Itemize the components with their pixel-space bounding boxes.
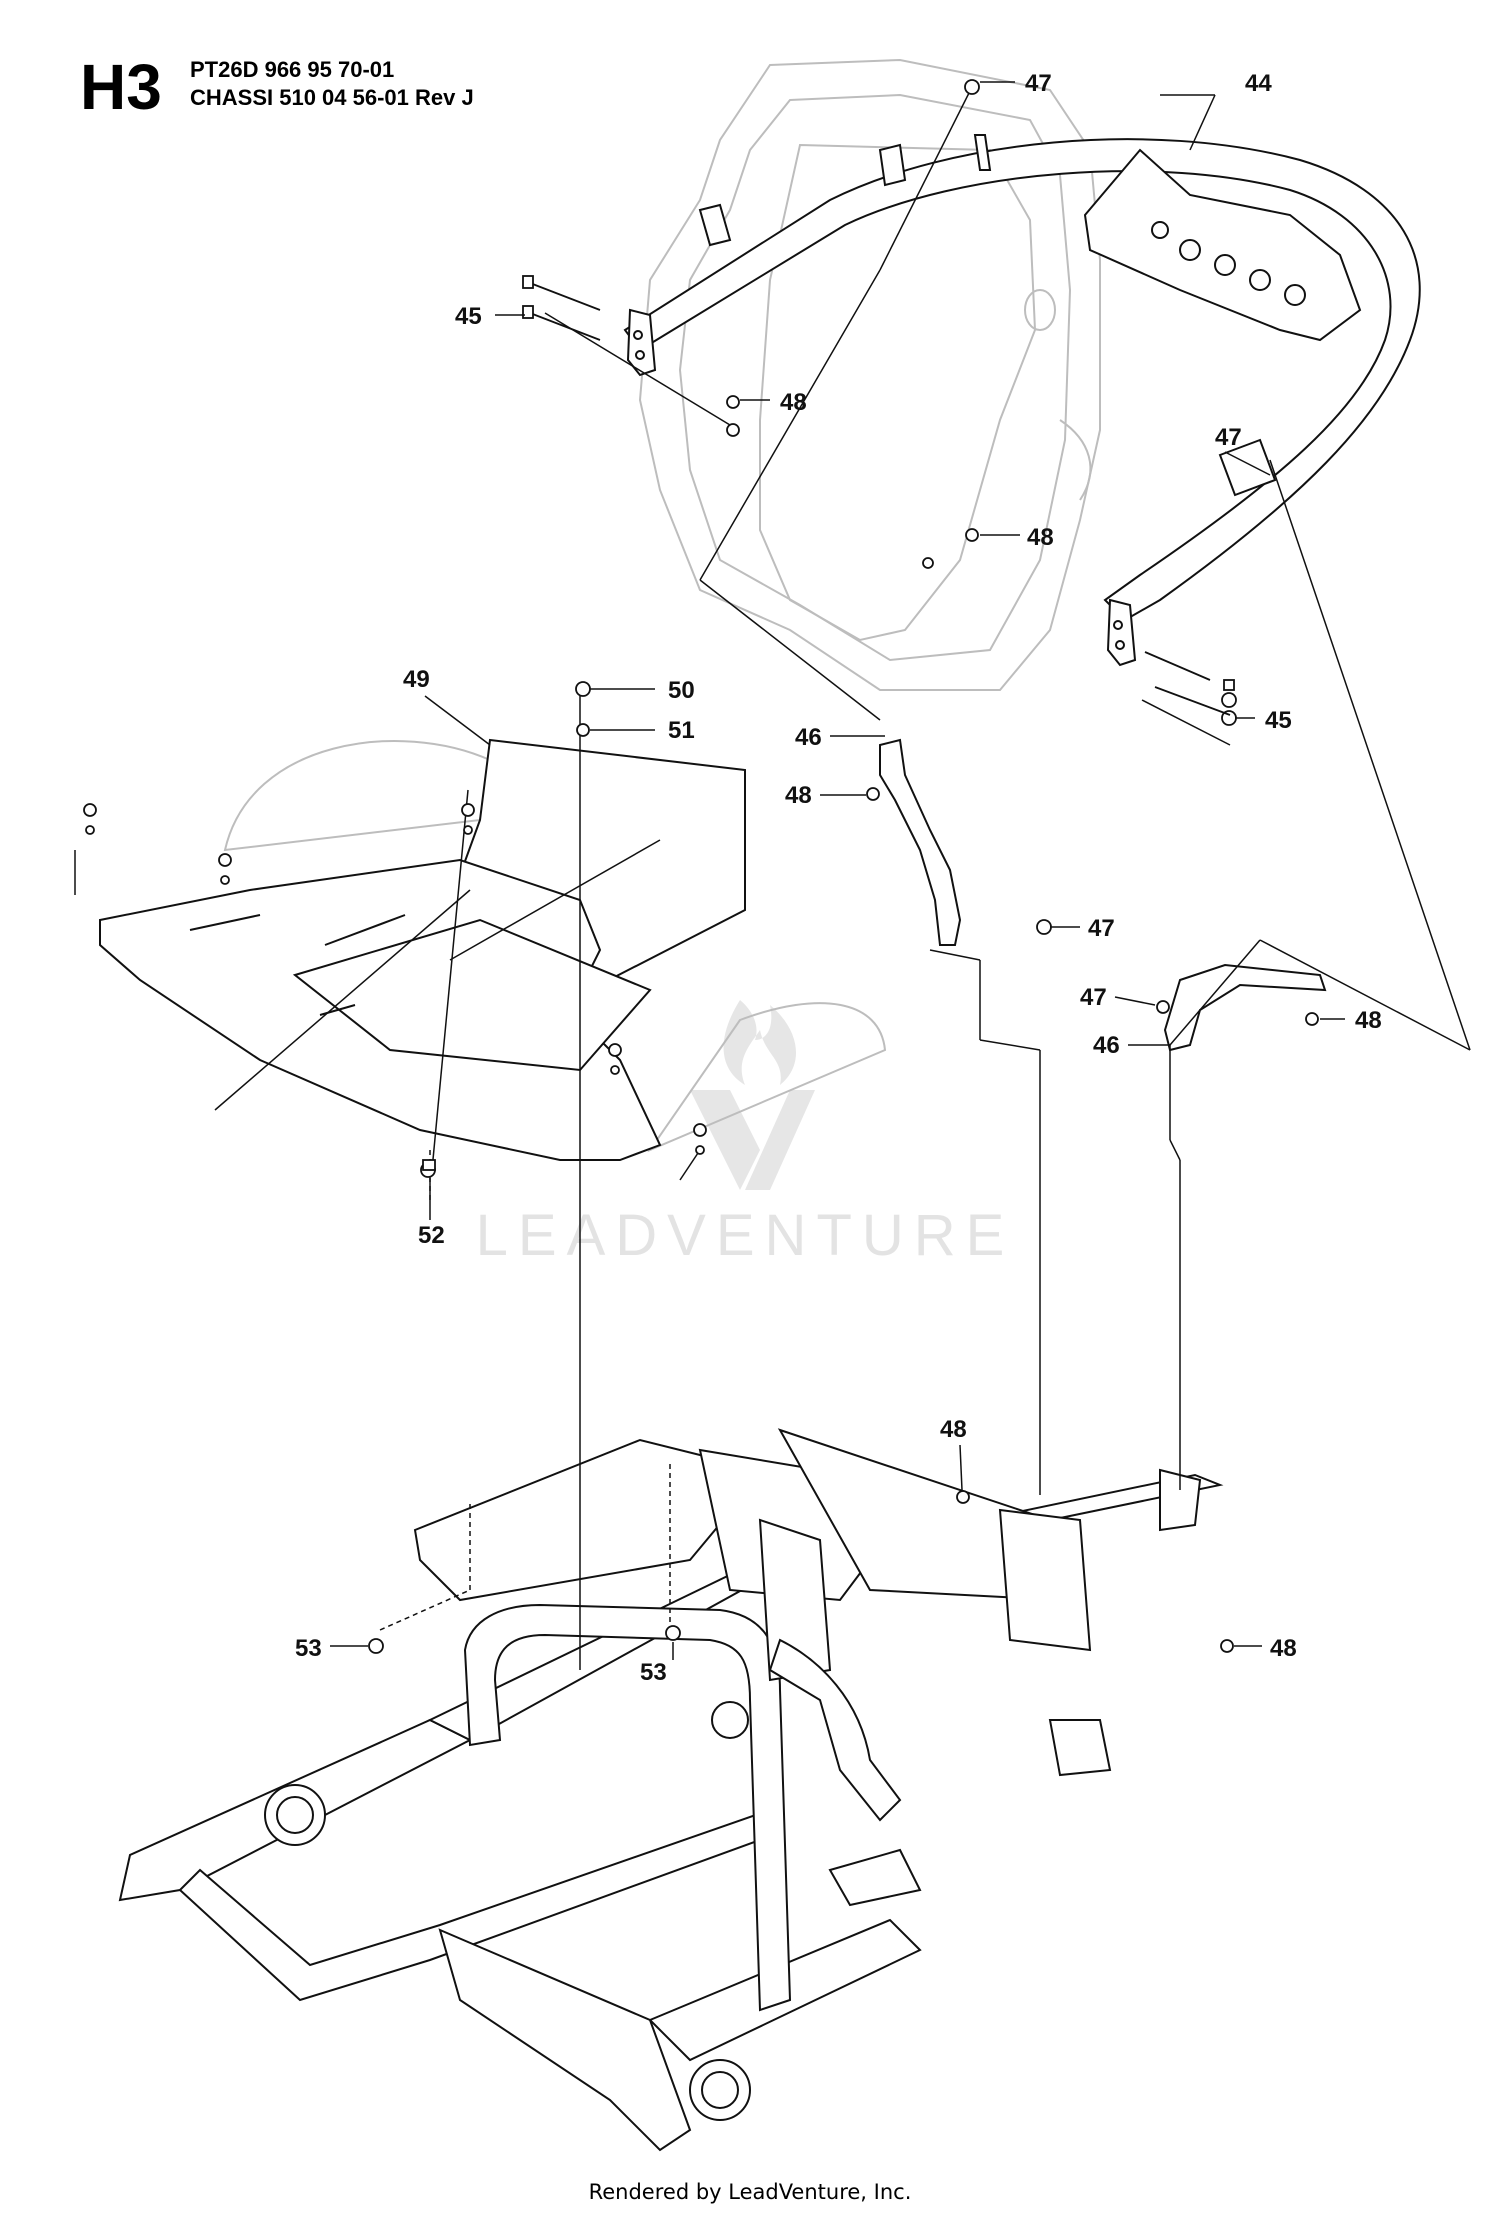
callout-49: 49: [403, 666, 430, 693]
callout-labels: 47 44 45 48 47 48 45 49 50 51 46 48 47 4…: [295, 70, 1382, 1686]
callout-51: 51: [668, 717, 695, 744]
callout-48-frame: 48: [940, 1416, 967, 1443]
callout-47-bracket-right: 47: [1080, 984, 1107, 1011]
diagram-header: H3 PT26D 966 95 70-01 CHASSI 510 04 56-0…: [80, 55, 580, 125]
callout-48-roll-right: 48: [1027, 524, 1054, 551]
callout-53-left: 53: [295, 1635, 322, 1662]
brackets: [879, 738, 1327, 1052]
watermark-text: LEADVENTURE: [476, 1203, 1015, 1268]
callout-48-bracket-left: 48: [785, 782, 812, 809]
callout-48-frame-right: 48: [1270, 1635, 1297, 1662]
chassis-frame: [118, 1428, 1224, 2152]
callout-47-bracket-left: 47: [1088, 915, 1115, 942]
leader-lines: [74, 86, 1471, 1670]
fasteners: [83, 79, 1319, 1654]
callout-48-bracket-right: 48: [1355, 1007, 1382, 1034]
callout-45-right: 45: [1265, 707, 1292, 734]
callout-46-right: 46: [1093, 1032, 1120, 1059]
callout-47-top: 47: [1025, 70, 1052, 97]
callout-48-roll-left: 48: [780, 389, 807, 416]
footer-credit: Rendered by LeadVenture, Inc.: [588, 2180, 912, 2204]
roll-bar-assembly: [623, 134, 1421, 667]
callout-46-left: 46: [795, 724, 822, 751]
chassis-part-number: CHASSI 510 04 56-01 Rev J: [190, 85, 474, 110]
callout-45-left: 45: [455, 303, 482, 330]
callout-53-center: 53: [640, 1659, 667, 1686]
model-number: PT26D 966 95 70-01: [190, 57, 395, 82]
callout-47-right: 47: [1215, 424, 1242, 451]
floor-plate-assembly: [99, 738, 887, 1161]
callout-52: 52: [418, 1222, 445, 1249]
callout-44: 44: [1245, 70, 1272, 97]
callout-50: 50: [668, 677, 695, 704]
leadventure-watermark: LEADVENTURE: [476, 1000, 1015, 1268]
section-code: H3: [80, 51, 162, 123]
